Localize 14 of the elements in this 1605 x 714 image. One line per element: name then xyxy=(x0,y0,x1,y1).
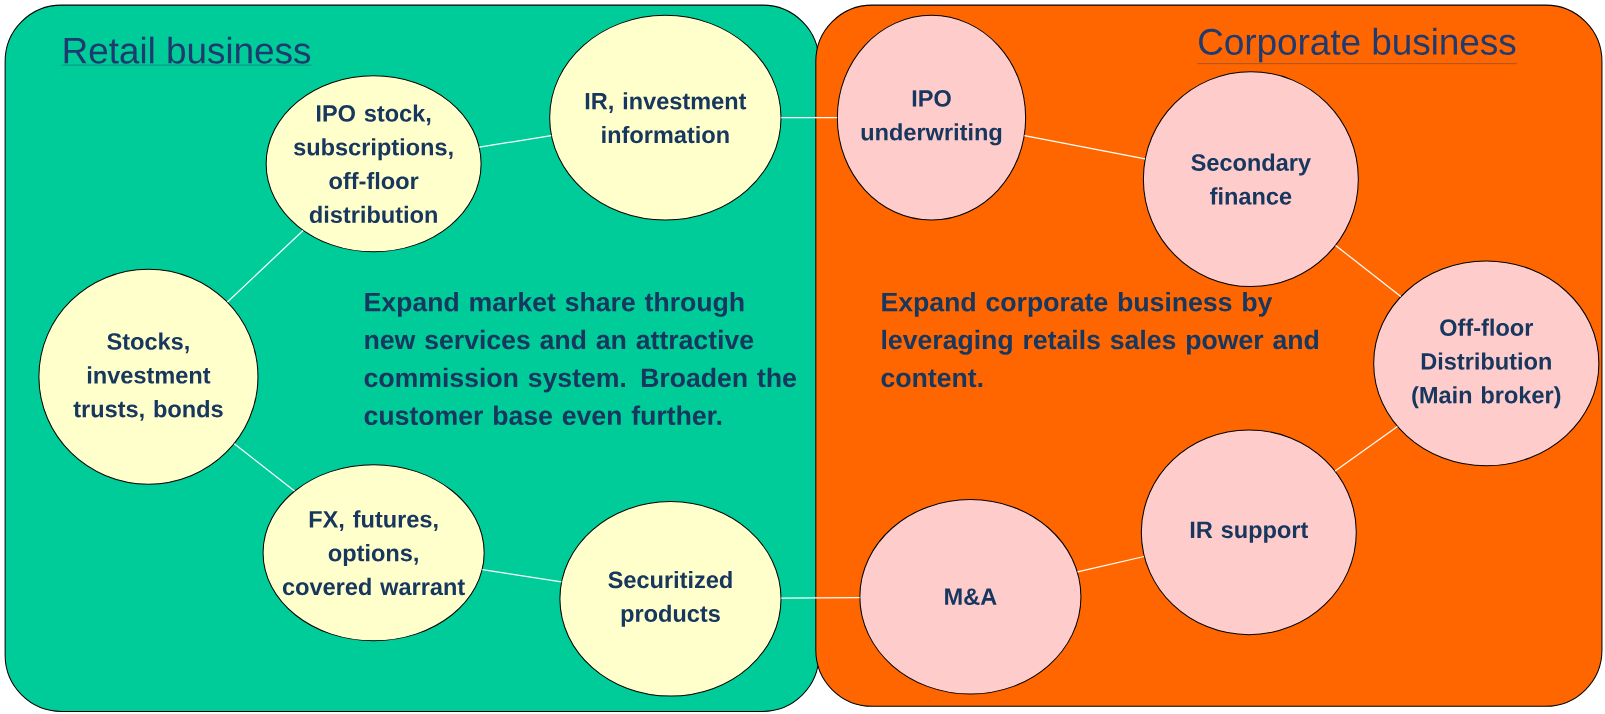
connector-line xyxy=(481,568,562,583)
panel-heading: Retail business xyxy=(61,36,312,66)
connector-line xyxy=(780,116,838,119)
connector-line xyxy=(1335,244,1402,297)
connector-line xyxy=(226,229,304,303)
connector-line xyxy=(780,596,861,599)
connector-line xyxy=(1334,425,1399,472)
panel-heading: Corporate business xyxy=(1197,27,1517,64)
connector-line xyxy=(1076,555,1145,573)
panel-text: Expand corporate business by leveraging retails sales power and content. xyxy=(881,291,1319,387)
connector-line xyxy=(478,134,552,148)
connector-line xyxy=(1023,134,1146,160)
panel-text: Expand market share through new services and an attractive commission system. Broaden the customer base even further. xyxy=(364,291,796,425)
connector-line xyxy=(233,442,296,492)
